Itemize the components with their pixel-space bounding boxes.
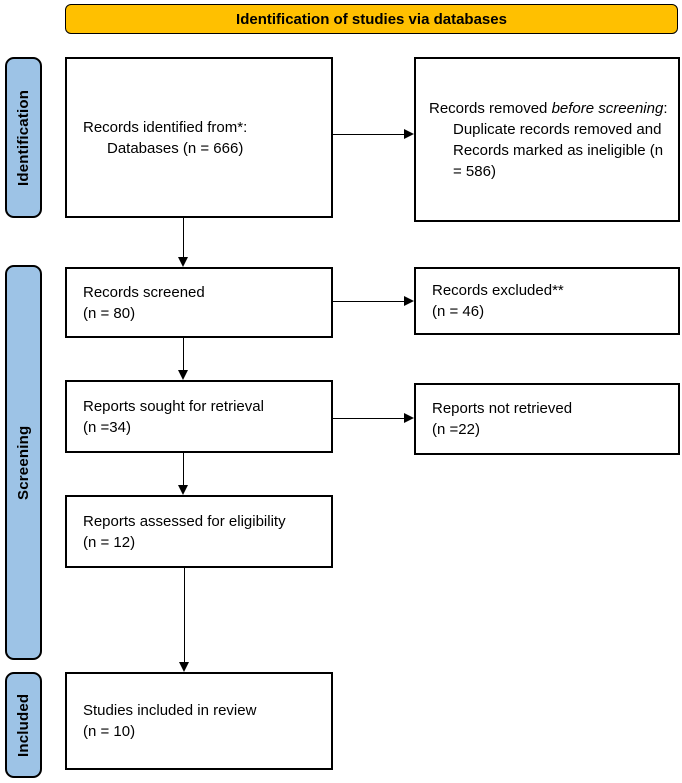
studies-included-line1: Studies included in review xyxy=(83,702,257,719)
box-reports-assessed: Reports assessed for eligibility (n = 12… xyxy=(65,495,333,568)
arrow-line-identified-to-removed xyxy=(333,134,404,135)
banner-title: Identification of studies via databases xyxy=(236,10,507,28)
box-reports-not-retrieved: Reports not retrieved (n =22) xyxy=(414,383,680,455)
arrow-line-assessed-to-included xyxy=(184,568,185,663)
phase-label-included-text: Included xyxy=(15,693,32,757)
records-removed-line2: Duplicate records removed and Records ma… xyxy=(453,120,664,180)
arrow-line-sought-to-assessed xyxy=(183,453,184,486)
arrow-line-identified-to-screened xyxy=(183,218,184,258)
records-screened-line2: (n = 80) xyxy=(83,304,136,322)
arrowhead-sought-to-notretrieved xyxy=(404,413,414,423)
arrow-line-screened-to-sought xyxy=(183,338,184,371)
records-excluded-line1: Records excluded** xyxy=(432,282,564,299)
phase-label-screening-text: Screening xyxy=(15,425,32,500)
arrowhead-screened-to-sought xyxy=(178,370,188,380)
arrow-line-sought-to-notretrieved xyxy=(333,418,404,419)
arrowhead-sought-to-assessed xyxy=(178,485,188,495)
records-screened-line1: Records screened xyxy=(83,283,205,301)
records-removed-line1: Records removed before screening: xyxy=(429,98,670,119)
reports-sought-line1: Reports sought for retrieval xyxy=(83,397,264,415)
box-records-removed: Records removed before screening: Duplic… xyxy=(414,57,680,222)
reports-not-retrieved-line1: Reports not retrieved xyxy=(432,400,573,417)
records-identified-line1: Records identified from*: xyxy=(83,118,248,136)
records-identified-line2: Databases (n = 666) xyxy=(107,139,244,157)
banner-identification-via-databases: Identification of studies via databases xyxy=(65,4,678,34)
box-studies-included: Studies included in review (n = 10) xyxy=(65,672,333,770)
box-records-excluded: Records excluded** (n = 46) xyxy=(414,267,680,335)
records-removed-colon: : xyxy=(663,99,668,117)
arrowhead-assessed-to-included xyxy=(179,662,189,672)
arrowhead-identified-to-screened xyxy=(178,257,188,267)
reports-assessed-line2: (n = 12) xyxy=(83,533,136,551)
arrowhead-screened-to-excluded xyxy=(404,296,414,306)
box-reports-sought: Reports sought for retrieval (n =34) xyxy=(65,380,333,453)
box-records-identified: Records identified from*: Databases (n =… xyxy=(65,57,333,218)
reports-not-retrieved-line2: (n =22) xyxy=(432,421,480,438)
studies-included-line2: (n = 10) xyxy=(83,723,136,740)
arrowhead-identified-to-removed xyxy=(404,129,414,139)
reports-assessed-line1: Reports assessed for eligibility xyxy=(83,512,286,530)
box-records-screened: Records screened (n = 80) xyxy=(65,267,333,338)
arrow-line-screened-to-excluded xyxy=(333,301,404,302)
reports-sought-line2: (n =34) xyxy=(83,418,131,436)
records-removed-italic: before screening xyxy=(551,99,664,117)
phase-label-screening: Screening xyxy=(5,265,42,660)
phase-label-included: Included xyxy=(5,672,42,778)
phase-label-identification-text: Identification xyxy=(15,89,32,186)
records-excluded-line2: (n = 46) xyxy=(432,303,485,320)
records-removed-normal: Records removed xyxy=(429,99,552,117)
phase-label-identification: Identification xyxy=(5,57,42,218)
